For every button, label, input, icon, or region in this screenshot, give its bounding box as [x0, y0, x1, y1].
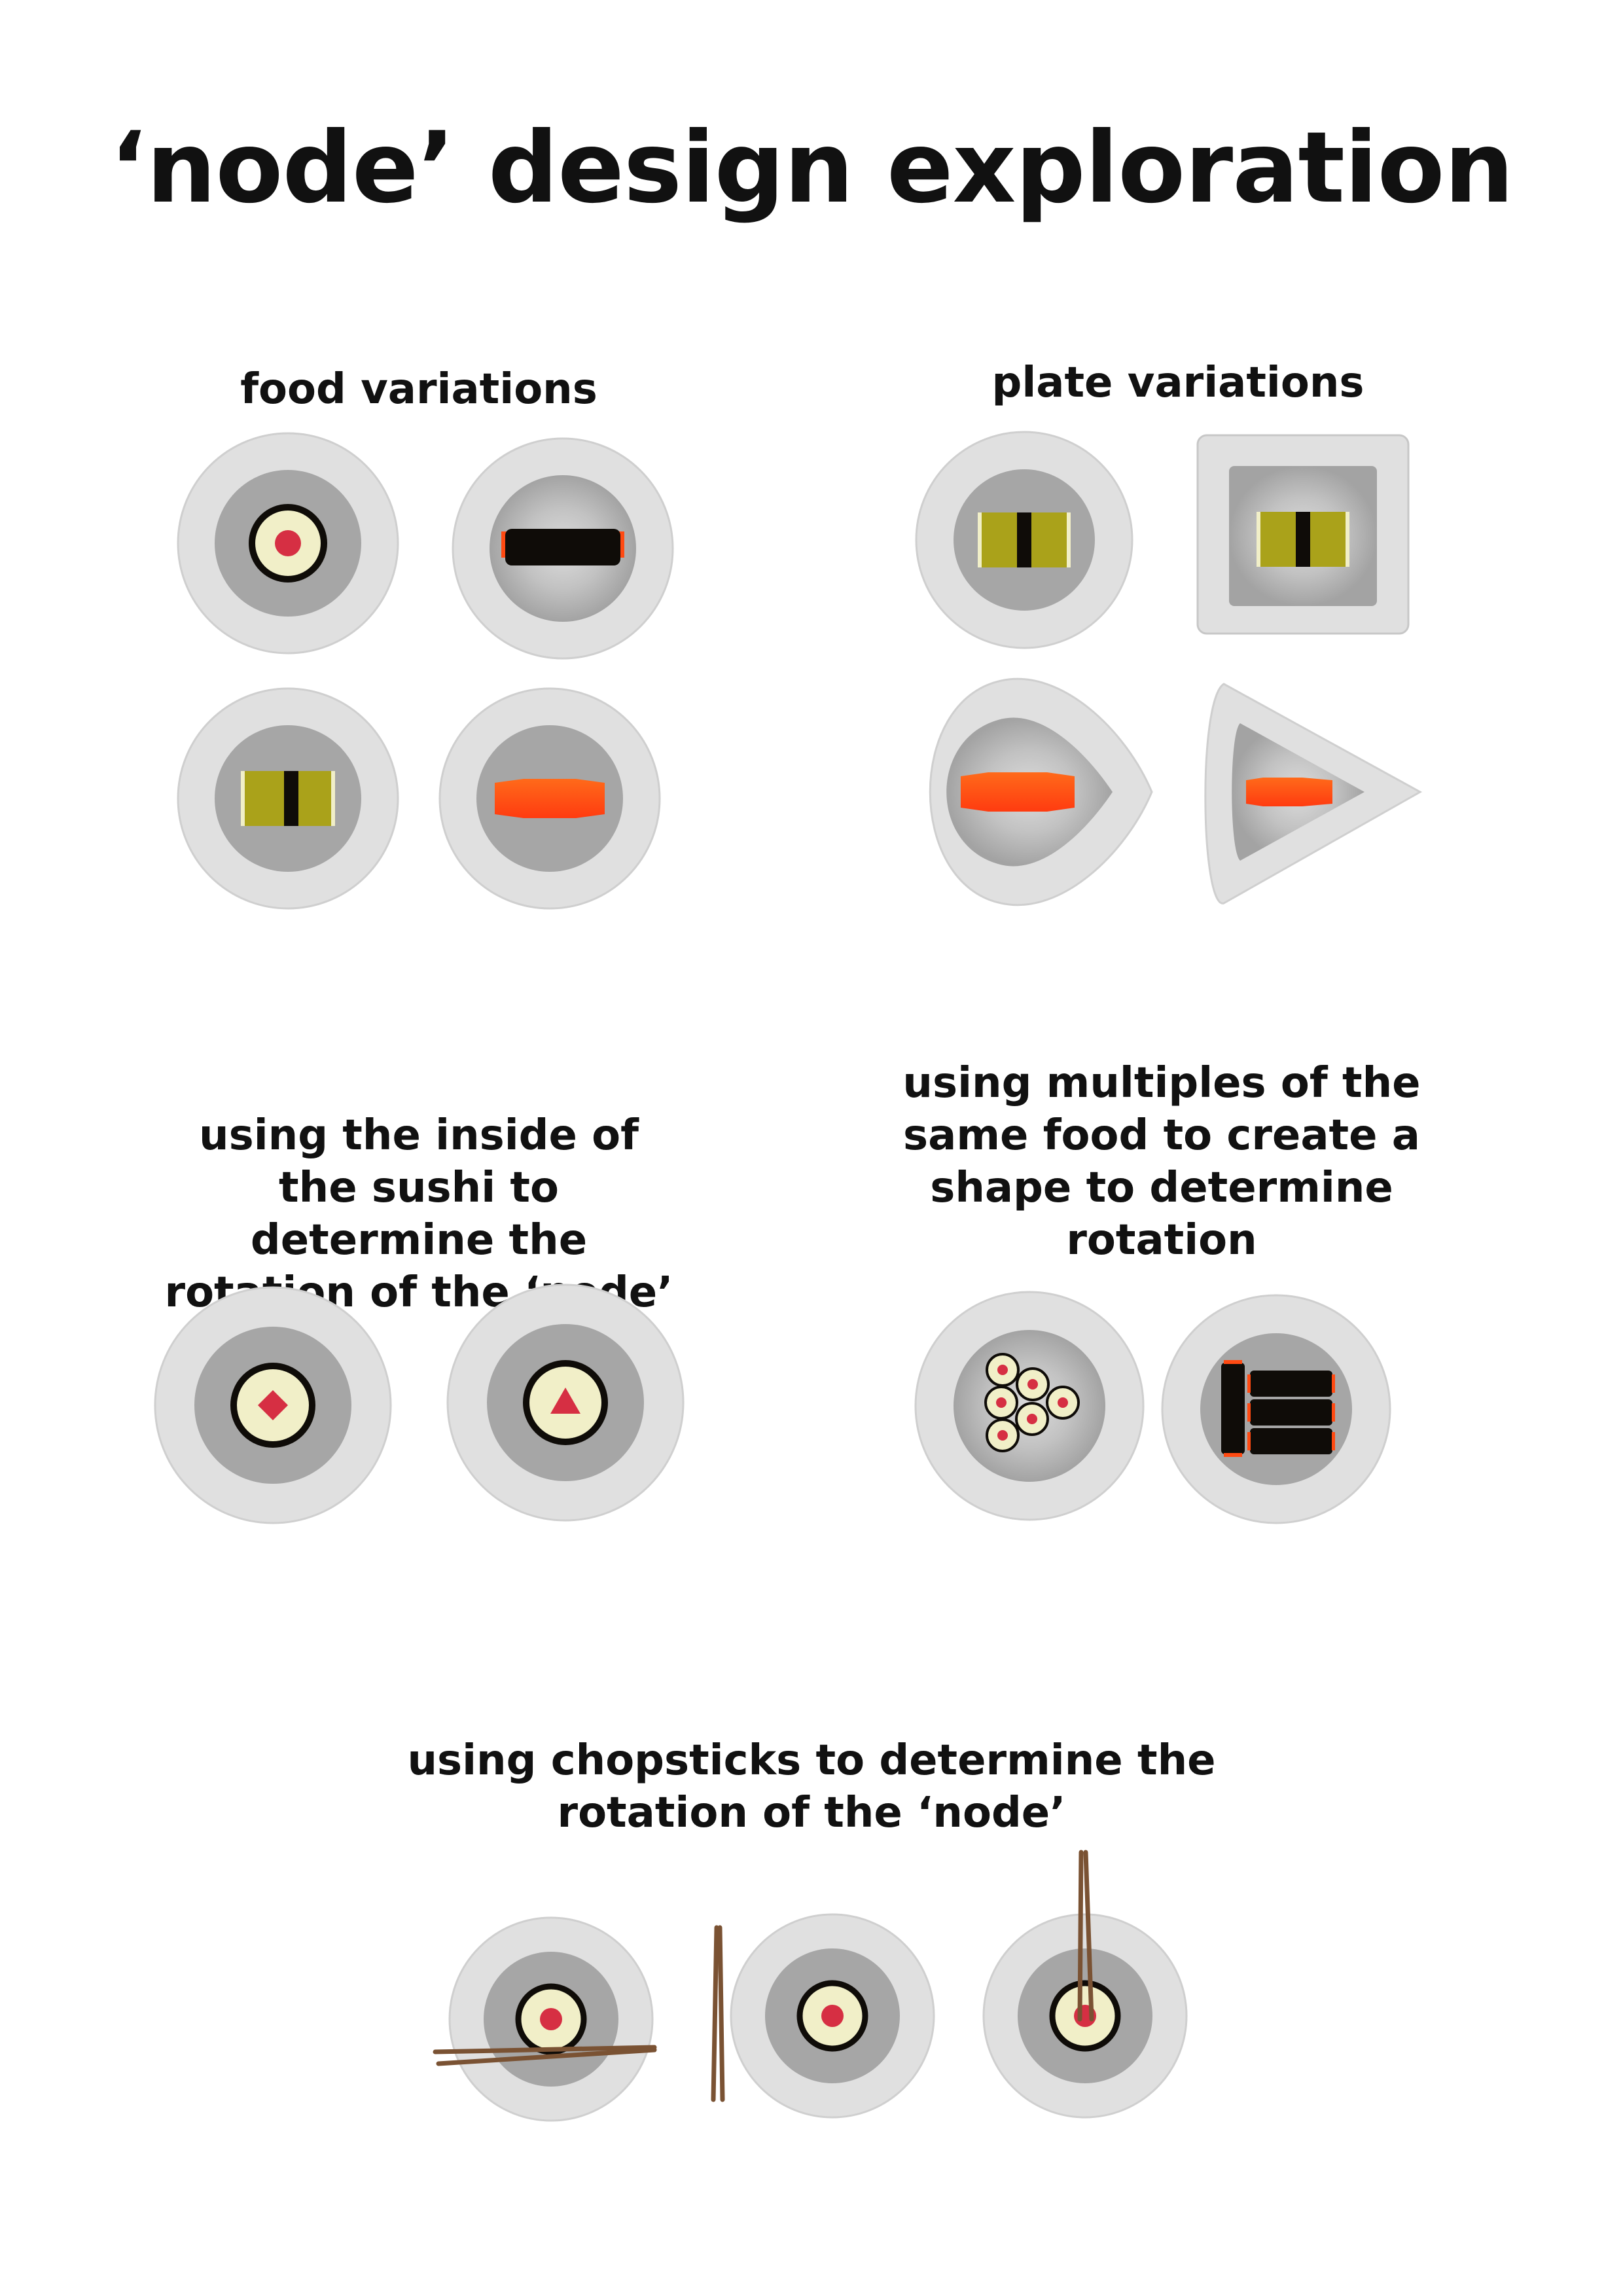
plate-variations-heading: plate variations	[991, 359, 1364, 407]
plate-square	[1196, 434, 1410, 635]
food-maki-plate	[177, 432, 399, 655]
food-tamago-plate	[177, 687, 399, 910]
chopsticks-horizontal	[433, 2045, 657, 2066]
plate-round	[915, 431, 1133, 649]
page-title: ‘node’ design exploration	[109, 111, 1514, 225]
multiples-rotation-heading: using multiples of the same food to crea…	[902, 1059, 1421, 1265]
chopsticks-vertical	[711, 1925, 725, 2102]
chopsticks-horizontal-plate	[433, 1916, 657, 2122]
food-salmon-plate	[438, 687, 661, 910]
chopsticks-top-plate	[982, 1850, 1188, 2119]
chopsticks-rotation-heading: using chopsticks to determine the rotati…	[407, 1736, 1216, 1837]
inside-triangle-plate	[446, 1283, 685, 1522]
plate-triangle	[1204, 683, 1423, 905]
chopsticks-side-plate	[711, 1913, 935, 2119]
inside-rotation-heading: using the inside of the sushi to determi…	[164, 1111, 673, 1317]
plate-teardrop	[929, 677, 1153, 906]
nori-roll-cluster	[1221, 1360, 1335, 1457]
food-variations-heading: food variations	[240, 365, 597, 414]
multiples-maki-plate	[914, 1291, 1145, 1521]
maki-cluster	[984, 1353, 1080, 1452]
multiples-nori-plate	[1161, 1294, 1391, 1524]
inside-diamond-plate	[154, 1286, 392, 1524]
chopsticks-picking	[1077, 1850, 1094, 2022]
food-nori-roll-plate	[452, 437, 674, 660]
